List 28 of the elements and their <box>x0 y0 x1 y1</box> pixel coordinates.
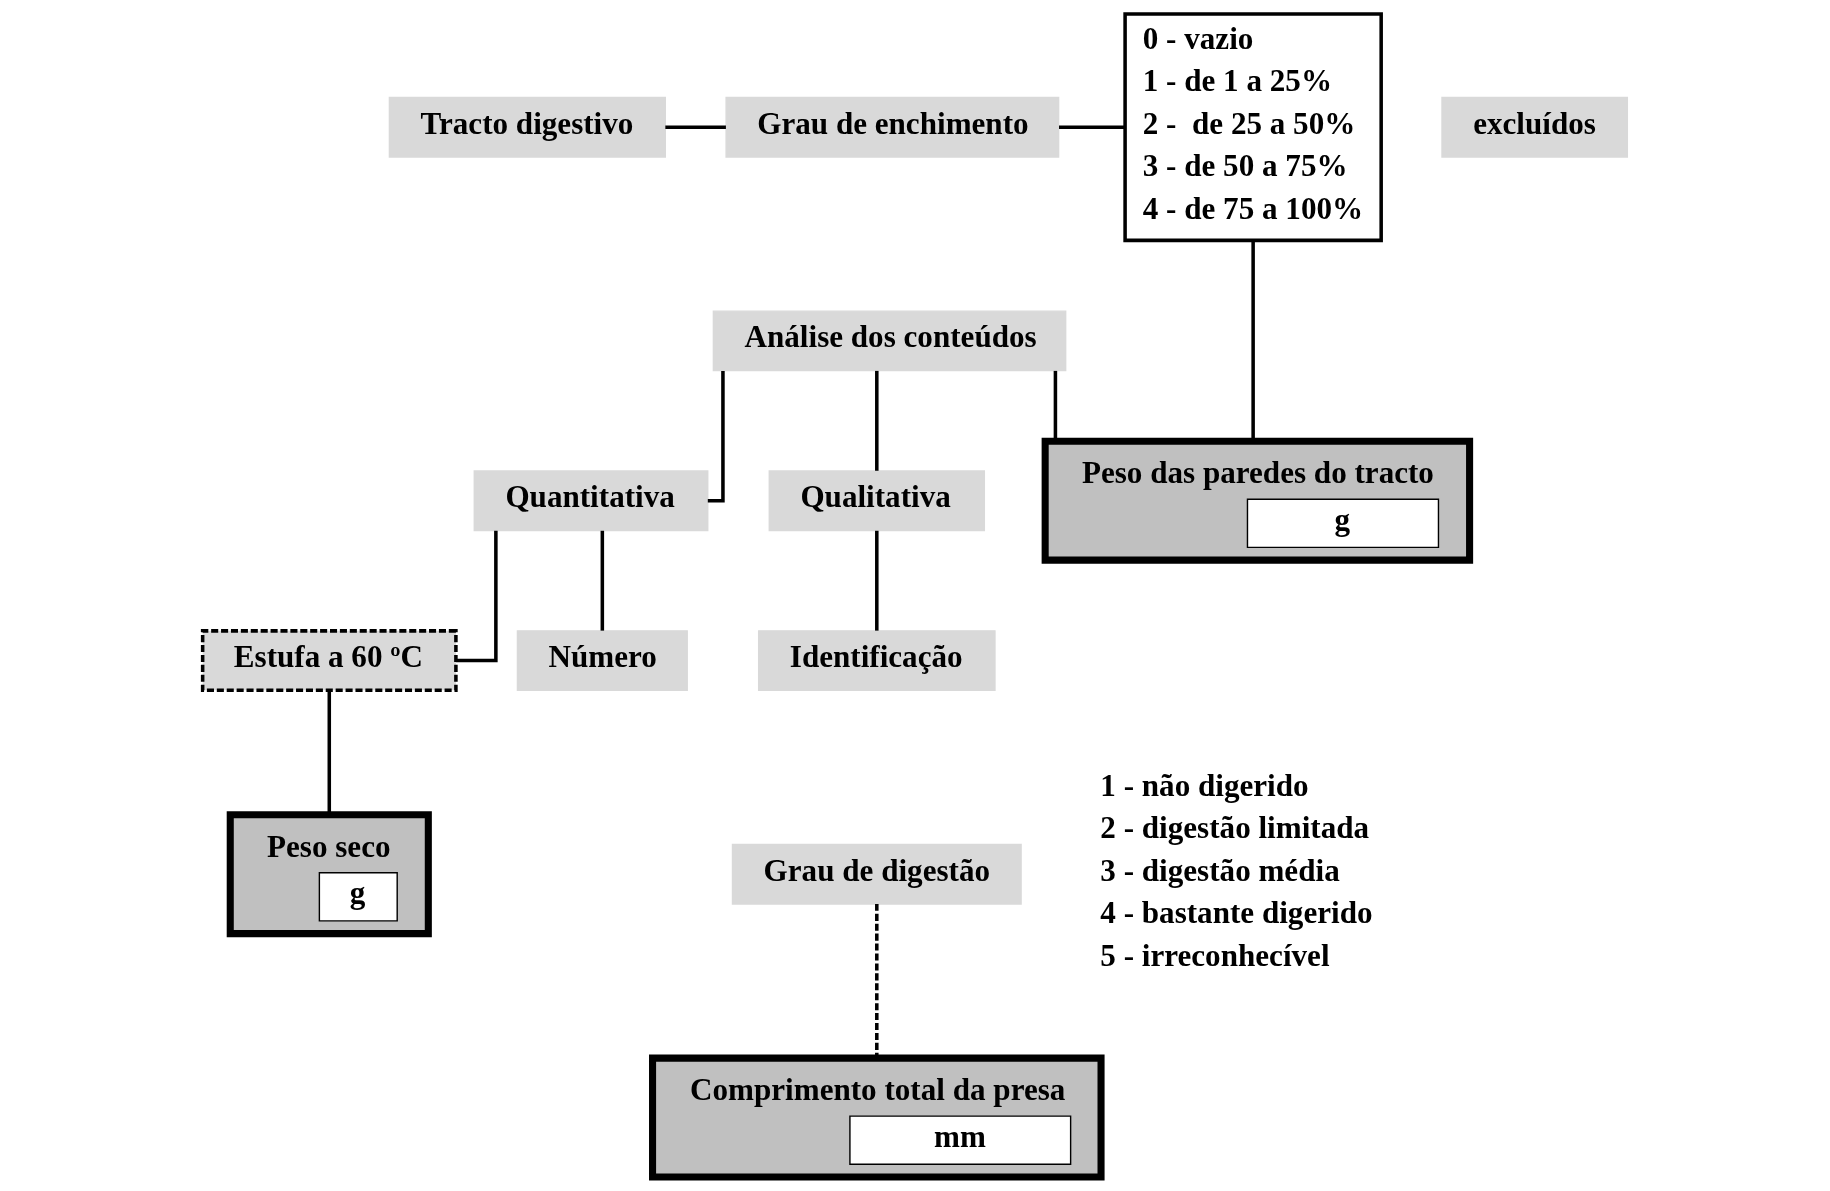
node-box: Análise dos conteúdos <box>712 310 1067 372</box>
node-box: Tracto digestivo <box>388 96 666 158</box>
node-box: Quantitativa <box>473 470 709 532</box>
connector <box>600 530 605 631</box>
label: 3 - digestão média <box>1100 852 1340 888</box>
connector <box>875 530 879 631</box>
connector <box>875 370 879 471</box>
label: 4 - bastante digerido <box>1100 895 1373 931</box>
connector <box>1053 370 1058 441</box>
connector <box>707 370 725 503</box>
label: 5 - irreconhecível <box>1100 937 1330 973</box>
node-box: Comprimento total da presa mm <box>649 1054 1105 1181</box>
connector <box>665 125 726 129</box>
connector <box>327 690 332 815</box>
label: 2 - digestão limitada <box>1100 810 1370 846</box>
node-box: Estufa a 60 ºC <box>200 629 458 693</box>
node-box: Grau de enchimento <box>725 96 1060 158</box>
connector <box>1059 125 1125 129</box>
label: 1 - não digerido <box>1100 767 1309 803</box>
node-box: Grau de digestão <box>731 843 1022 905</box>
node-box: Qualitativa <box>768 470 986 532</box>
node-box: Número <box>516 630 688 691</box>
node-box: Peso seco g <box>226 811 432 938</box>
node-box: Identificação <box>757 630 996 691</box>
node-box: 0 - vazio 1 - de 1 a 25% 2 - de 25 a 50% 3 - de 50 a 75% 4 - de 75 a 100% <box>1123 12 1383 243</box>
node-box: Peso das paredes do tracto g <box>1041 437 1474 564</box>
node-box: excluídos <box>1441 96 1629 158</box>
connector <box>456 530 498 663</box>
